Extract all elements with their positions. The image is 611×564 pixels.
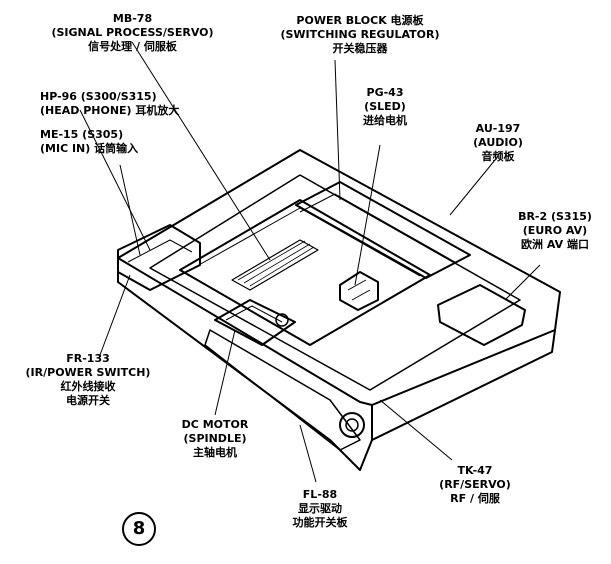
hp96-module — [117, 224, 201, 291]
power-board — [295, 181, 471, 279]
connector-strip — [231, 239, 319, 291]
tray — [149, 174, 521, 391]
front-jack — [339, 412, 365, 438]
br2-board — [437, 284, 526, 346]
label-power-block: POWER BLOCK 电源板 (SWITCHING REGULATOR) 开关… — [280, 14, 440, 55]
mb78-board — [179, 199, 431, 346]
fl88-board — [204, 329, 361, 451]
spindle-motor — [214, 299, 296, 346]
label-br2: BR-2 (S315) (EURO AV) 欧洲 AV 端口 — [518, 210, 592, 251]
label-fr133: FR-133 (IR/POWER SWITCH) 红外线接收 电源开关 — [25, 352, 151, 407]
label-au197: AU-197 (AUDIO) 音频板 — [473, 122, 523, 163]
label-tk47: TK-47 (RF/SERVO) RF / 伺服 — [439, 464, 511, 505]
chassis-right-side — [371, 329, 556, 441]
label-hp96: HP-96 (S300/S315) (HEAD PHONE) 耳机放大 — [40, 90, 180, 117]
label-pg43: PG-43 (SLED) 进给电机 — [363, 86, 407, 127]
chassis-outline — [117, 149, 561, 406]
label-me15: ME-15 (S305) (MIC IN) 话筒输入 — [40, 128, 139, 155]
label-dc-motor: DC MOTOR (SPINDLE) 主轴电机 — [181, 418, 249, 459]
chassis-front — [117, 258, 373, 471]
label-fl88: FL-88 显示驱动 功能开关板 — [292, 488, 348, 529]
label-mb78: MB-78 (SIGNAL PROCESS/SERVO) 信号处理 / 伺服板 — [51, 12, 214, 53]
pg43-sled — [339, 271, 379, 311]
figure-number: 8 — [122, 512, 156, 546]
